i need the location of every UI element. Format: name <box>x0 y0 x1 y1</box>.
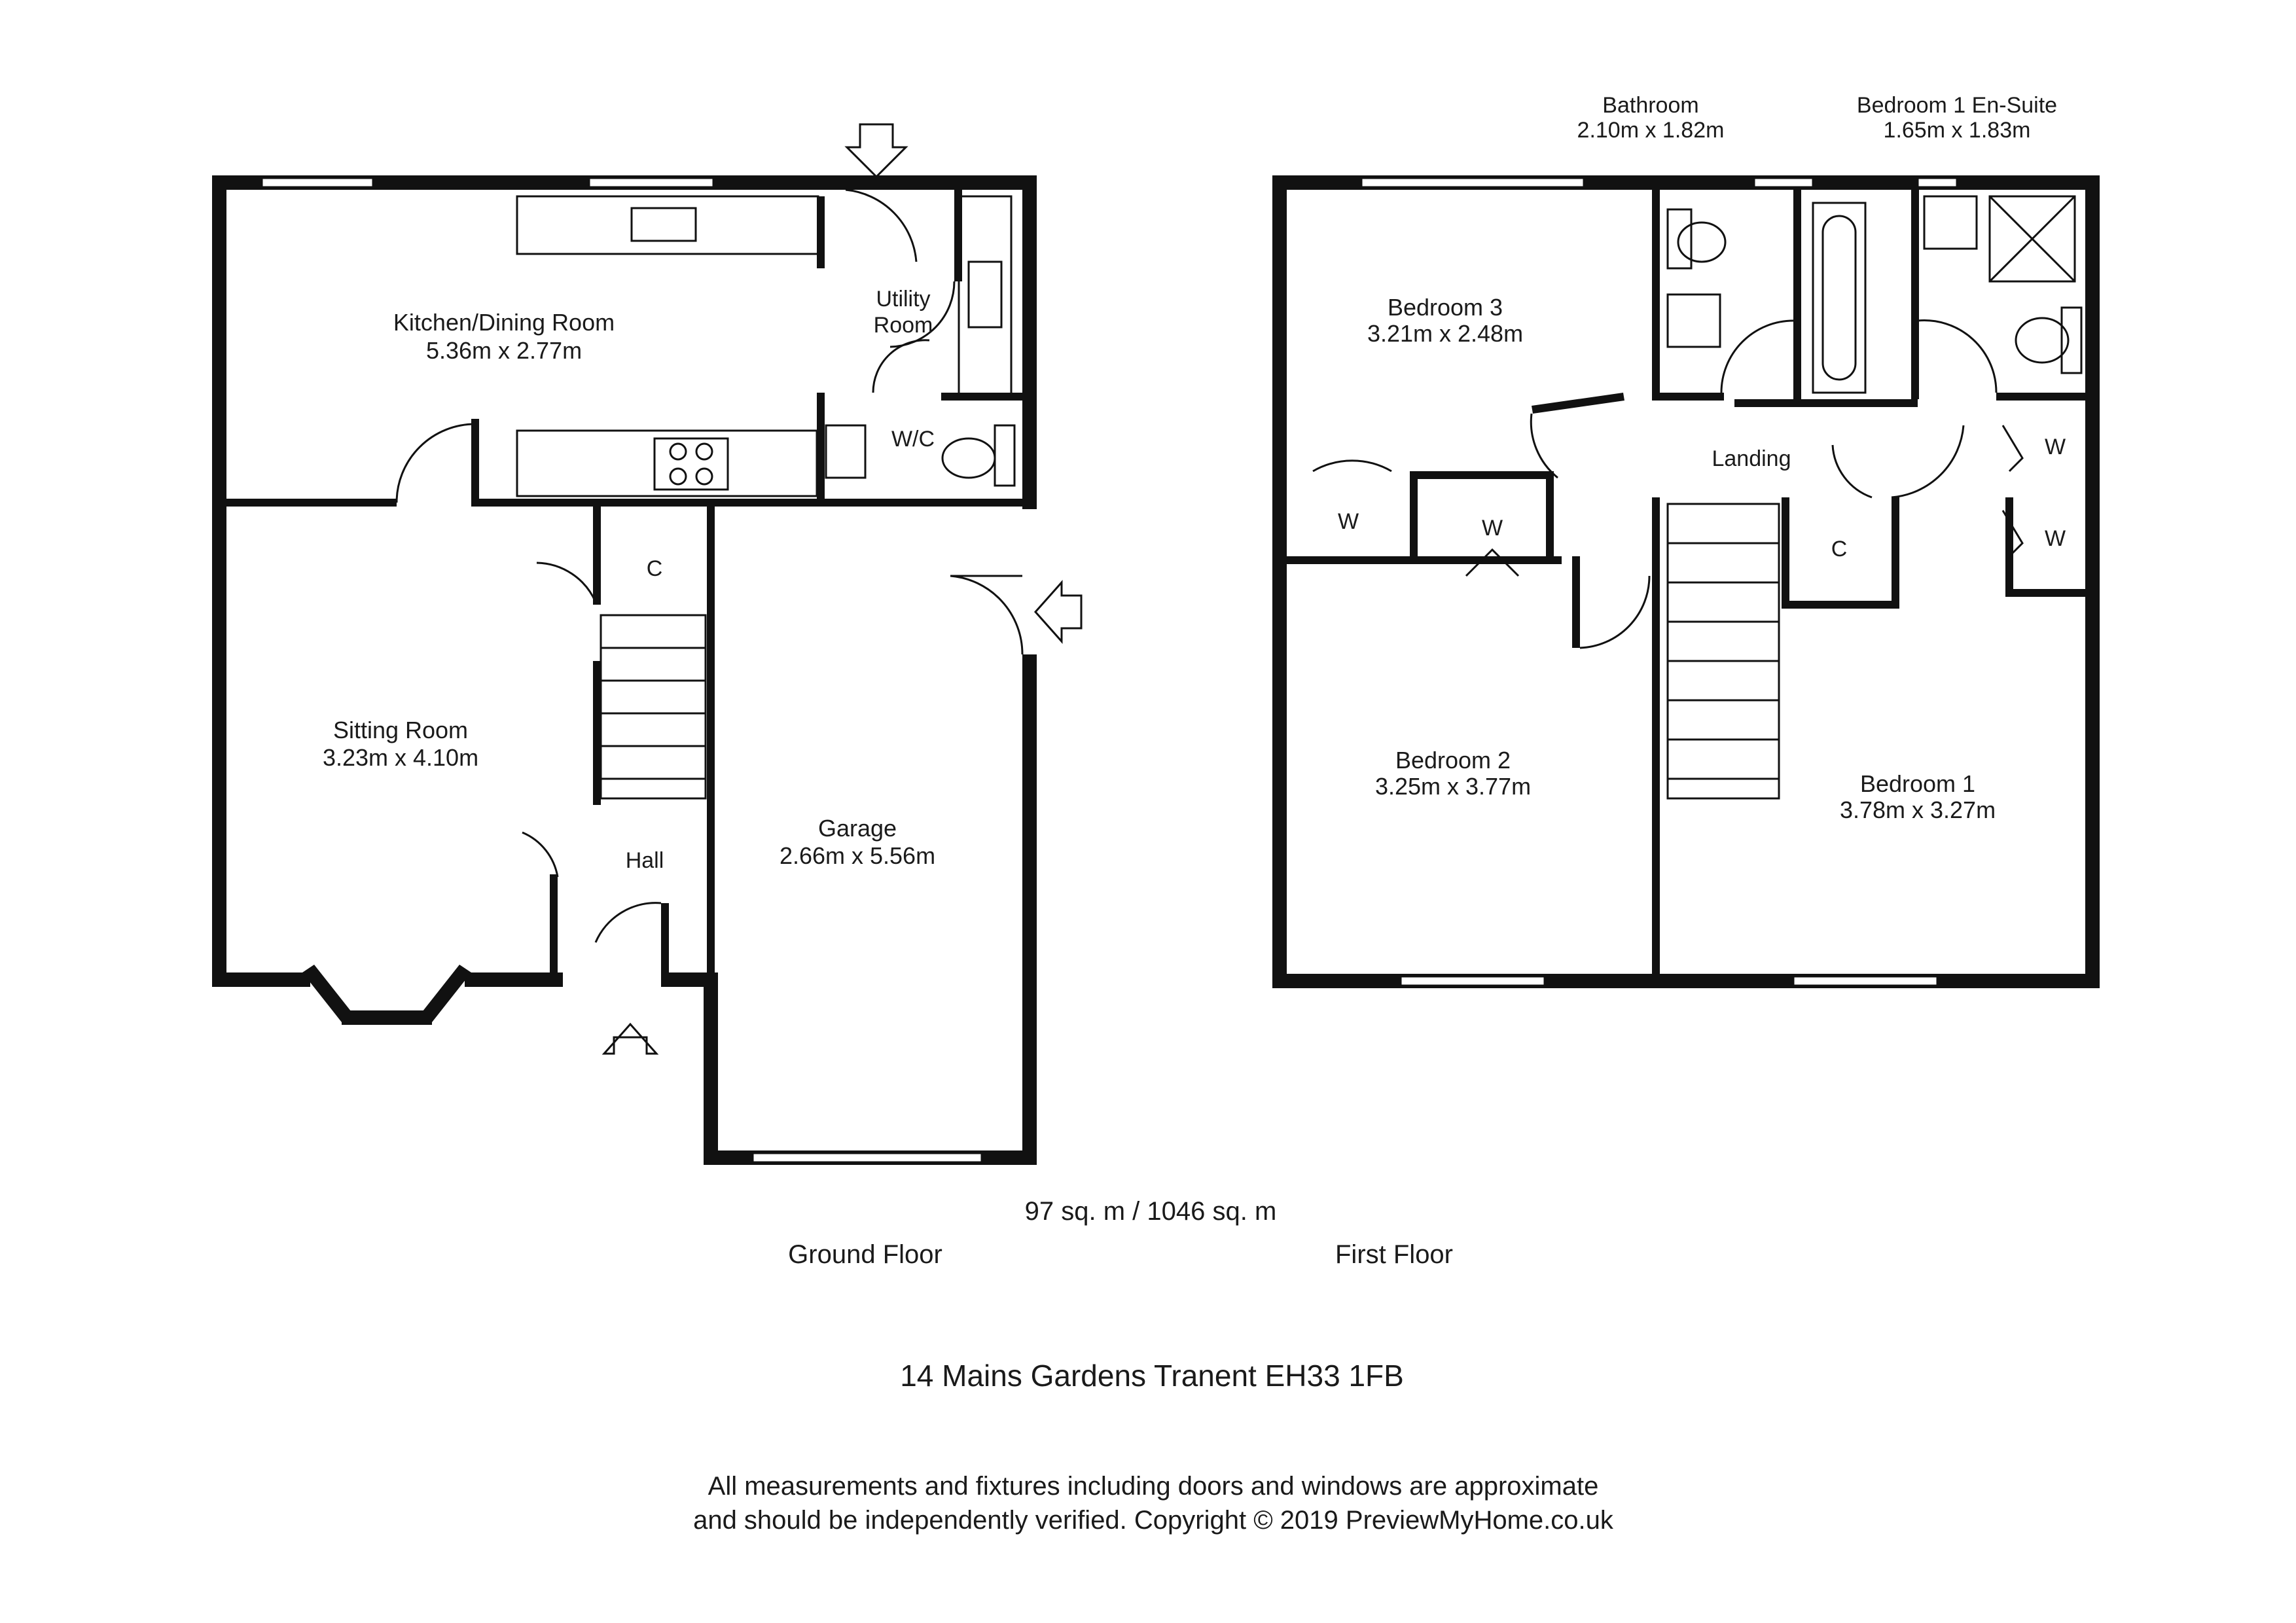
wardrobe-d-label: W <box>2045 526 2066 551</box>
bedroom2-label: Bedroom 2 <box>1395 747 1511 774</box>
bathroom-label: Bathroom <box>1602 93 1698 118</box>
landing-label: Landing <box>1712 446 1791 471</box>
ground-cupboard-label: C <box>647 556 663 581</box>
ground-floor-plan <box>212 123 1083 1165</box>
bedroom3-label: Bedroom 3 <box>1388 294 1503 321</box>
bedroom1-size: 3.78m x 3.27m <box>1840 796 1996 823</box>
disclaimer-line-2: and should be independently verified. Co… <box>693 1506 1614 1535</box>
wc-label: W/C <box>891 427 935 452</box>
garage-size: 2.66m x 5.56m <box>780 842 935 869</box>
room-labels: Kitchen/Dining Room 5.36m x 2.77m Utilit… <box>323 93 2066 873</box>
sitting-room-size: 3.23m x 4.10m <box>323 744 478 771</box>
sitting-room-label: Sitting Room <box>333 717 468 743</box>
wardrobe-a-label: W <box>1338 509 1359 534</box>
bathroom-size: 2.10m x 1.82m <box>1577 118 1725 143</box>
first-floor-plan <box>1272 175 2100 988</box>
ensuite-size: 1.65m x 1.83m <box>1884 118 2031 143</box>
hall-label: Hall <box>626 848 664 873</box>
area-text: 97 sq. m / 1046 sq. m <box>1025 1197 1277 1226</box>
address-text: 14 Mains Gardens Tranent EH33 1FB <box>900 1359 1404 1393</box>
ensuite-label: Bedroom 1 En-Suite <box>1857 93 2057 118</box>
bedroom3-size: 3.21m x 2.48m <box>1367 320 1523 347</box>
bedroom2-size: 3.25m x 3.77m <box>1375 773 1531 800</box>
kitchen-size: 5.36m x 2.77m <box>426 337 582 364</box>
wardrobe-c-label: W <box>2045 435 2066 459</box>
bedroom1-label: Bedroom 1 <box>1860 770 1975 797</box>
garage-label: Garage <box>818 815 897 842</box>
wardrobe-b-label: W <box>1482 516 1503 541</box>
utility-label-2: Room <box>874 313 933 338</box>
footer-text: 97 sq. m / 1046 sq. m Ground Floor First… <box>693 1197 1614 1535</box>
utility-label-1: Utility <box>876 287 930 312</box>
disclaimer-line-1: All measurements and fixtures including … <box>708 1472 1599 1501</box>
kitchen-label: Kitchen/Dining Room <box>393 309 615 336</box>
ground-floor-title: Ground Floor <box>788 1240 942 1269</box>
first-floor-title: First Floor <box>1335 1240 1453 1269</box>
first-cupboard-label: C <box>1831 537 1848 562</box>
